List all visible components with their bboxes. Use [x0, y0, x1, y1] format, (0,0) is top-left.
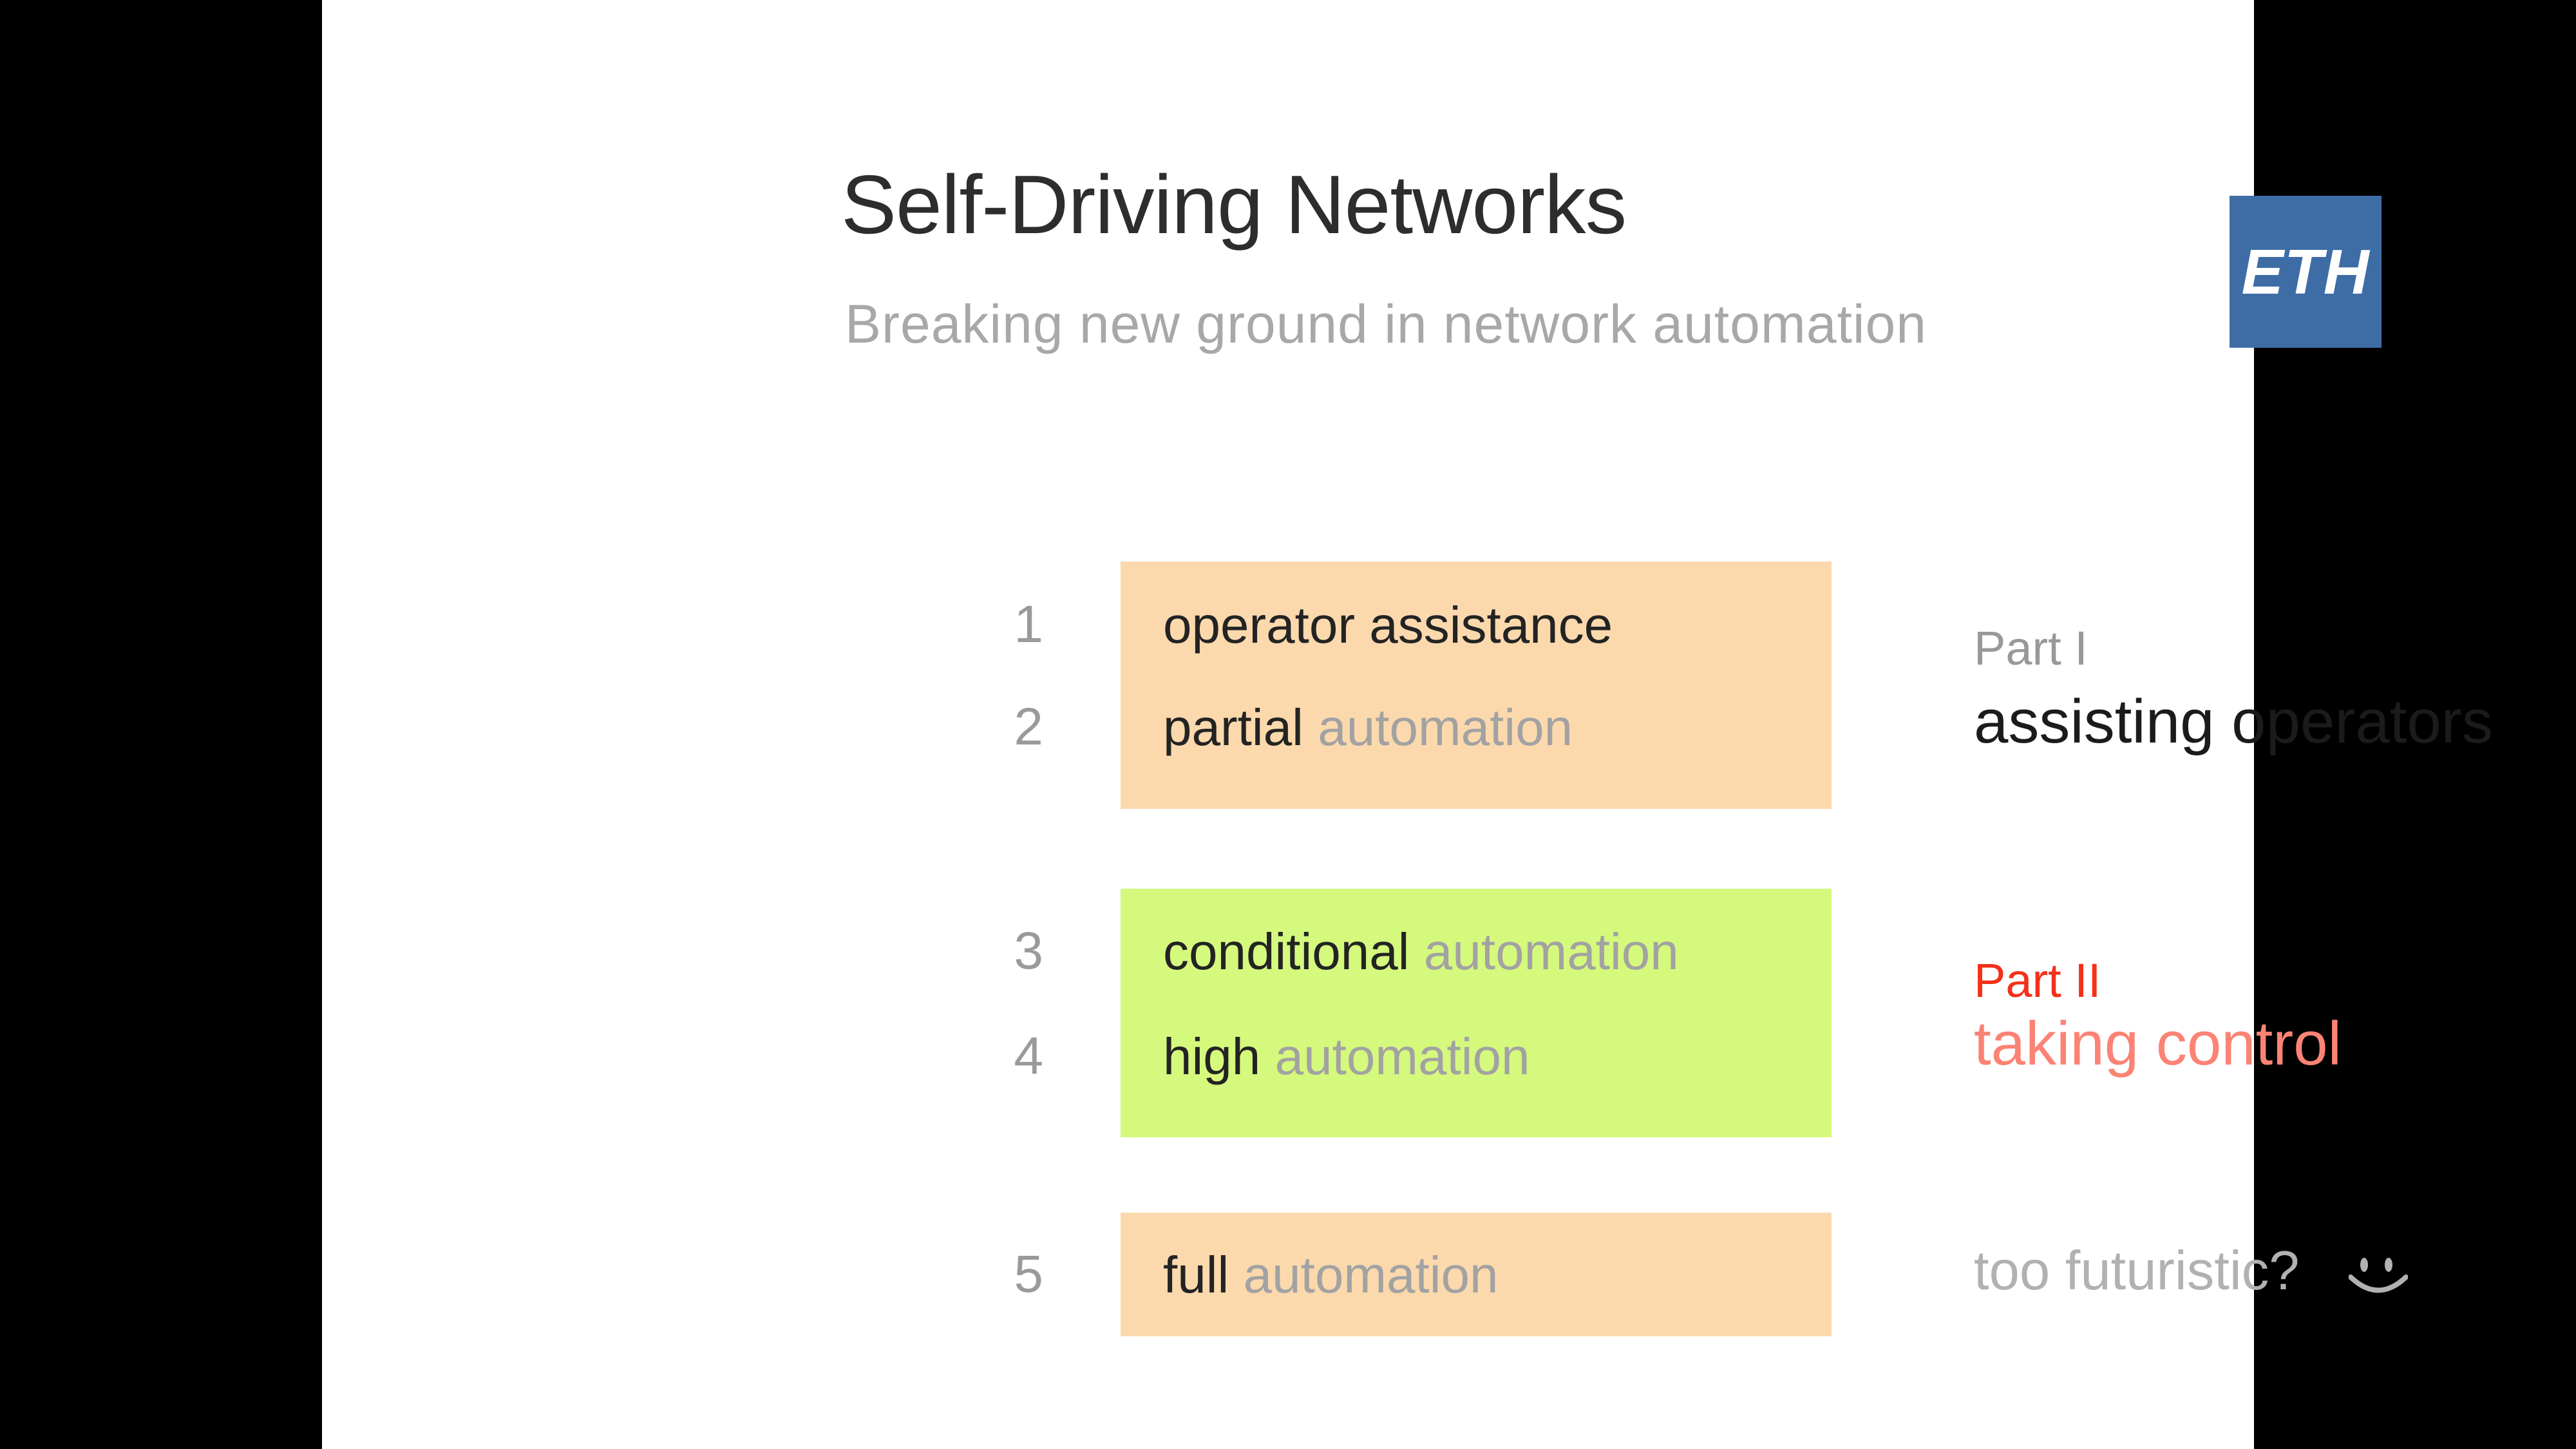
level-secondary: automation — [1423, 923, 1679, 980]
level-primary: partial — [1163, 699, 1303, 756]
level-row-1: operator assistance — [1163, 600, 1627, 651]
level-number-3: 3 — [1014, 922, 1043, 980]
slide: Self-Driving Networks Breaking new groun… — [322, 0, 2493, 1449]
future-question-text: too futuristic? — [1974, 1240, 2300, 1302]
level-group-box-1-2 — [1121, 562, 1832, 809]
level-primary: conditional — [1163, 923, 1410, 980]
level-group-box-5 — [1121, 1213, 1832, 1336]
part-1-label: Part I — [1974, 621, 2088, 675]
level-number-5: 5 — [1014, 1245, 1043, 1303]
eth-logo-text: ETH — [2241, 236, 2370, 307]
level-secondary: automation — [1274, 1028, 1530, 1085]
level-number-2: 2 — [1014, 697, 1043, 756]
level-number-4: 4 — [1014, 1027, 1043, 1085]
level-row-2: partial automation — [1163, 702, 1573, 753]
part-2-label: Part II — [1974, 954, 2101, 1007]
level-primary: full — [1163, 1246, 1229, 1303]
part-1-text: assisting operators — [1974, 687, 2493, 756]
part-2-text: taking control — [1974, 1009, 2342, 1078]
level-number-1: 1 — [1014, 595, 1043, 654]
smiley-icon — [2349, 1258, 2408, 1293]
slide-title: Self-Driving Networks — [841, 158, 1627, 251]
level-primary: high — [1163, 1028, 1261, 1085]
level-secondary: automation — [1243, 1246, 1499, 1303]
level-primary: operator assistance — [1163, 596, 1613, 654]
level-group-box-3-4 — [1121, 889, 1832, 1137]
level-secondary: automation — [1318, 699, 1573, 756]
slide-subtitle: Breaking new ground in network automatio… — [845, 294, 1927, 354]
eth-logo: ETH — [2230, 196, 2382, 348]
